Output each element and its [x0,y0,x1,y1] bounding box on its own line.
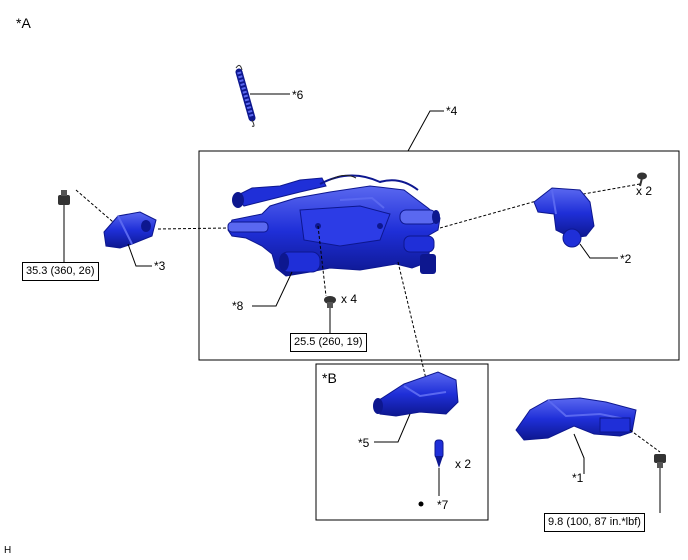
sub-view-label-b: *B [322,370,337,386]
leader-2 [579,243,618,259]
spring-part [235,64,256,127]
callout-4: *4 [446,104,458,118]
footer-code: H [4,545,12,556]
right-bolt-dash [629,429,661,453]
leader-3 [127,243,152,267]
quantity-right-screw: x 2 [636,184,653,198]
center-clip [324,296,336,308]
bracket-part-2 [533,187,595,248]
torque-center-bolt: 25.5 (260, 19) [290,333,367,352]
bracket2-dash [439,199,541,229]
torque-right-bolt: 9.8 (100, 87 in.*lbf) [544,513,645,532]
center-dash [317,225,327,297]
quantity-pin: x 2 [455,457,472,471]
bracket-part-3 [103,211,157,249]
steering-column-assembly [227,174,441,277]
leader-8 [252,271,293,307]
torque-left-bolt: 35.3 (360, 26) [22,262,99,281]
callout-7: *7 [437,498,449,512]
pin-part-7 [434,439,444,468]
view-label-a: *A [16,15,31,31]
callout-1: *1 [572,471,584,485]
quantity-center-clip: x 4 [341,292,358,306]
left-bolt [58,190,70,205]
callout-8: *8 [232,299,244,313]
right-bolt [654,454,666,468]
sub-view-frame [315,363,489,521]
callout-2: *2 [620,252,632,266]
callout-5: *5 [358,436,370,450]
bracket-part-1 [515,397,637,441]
leader-5 [374,413,411,443]
leader-1 [573,433,585,474]
leader-4 [407,110,444,152]
right-screw [637,172,647,187]
switch-part-5 [373,371,459,417]
callout-3: *3 [154,259,166,273]
main-assembly-frame [198,150,680,361]
bracket-dash [157,227,229,230]
bullet-dot [418,501,424,507]
callout-6: *6 [292,88,304,102]
